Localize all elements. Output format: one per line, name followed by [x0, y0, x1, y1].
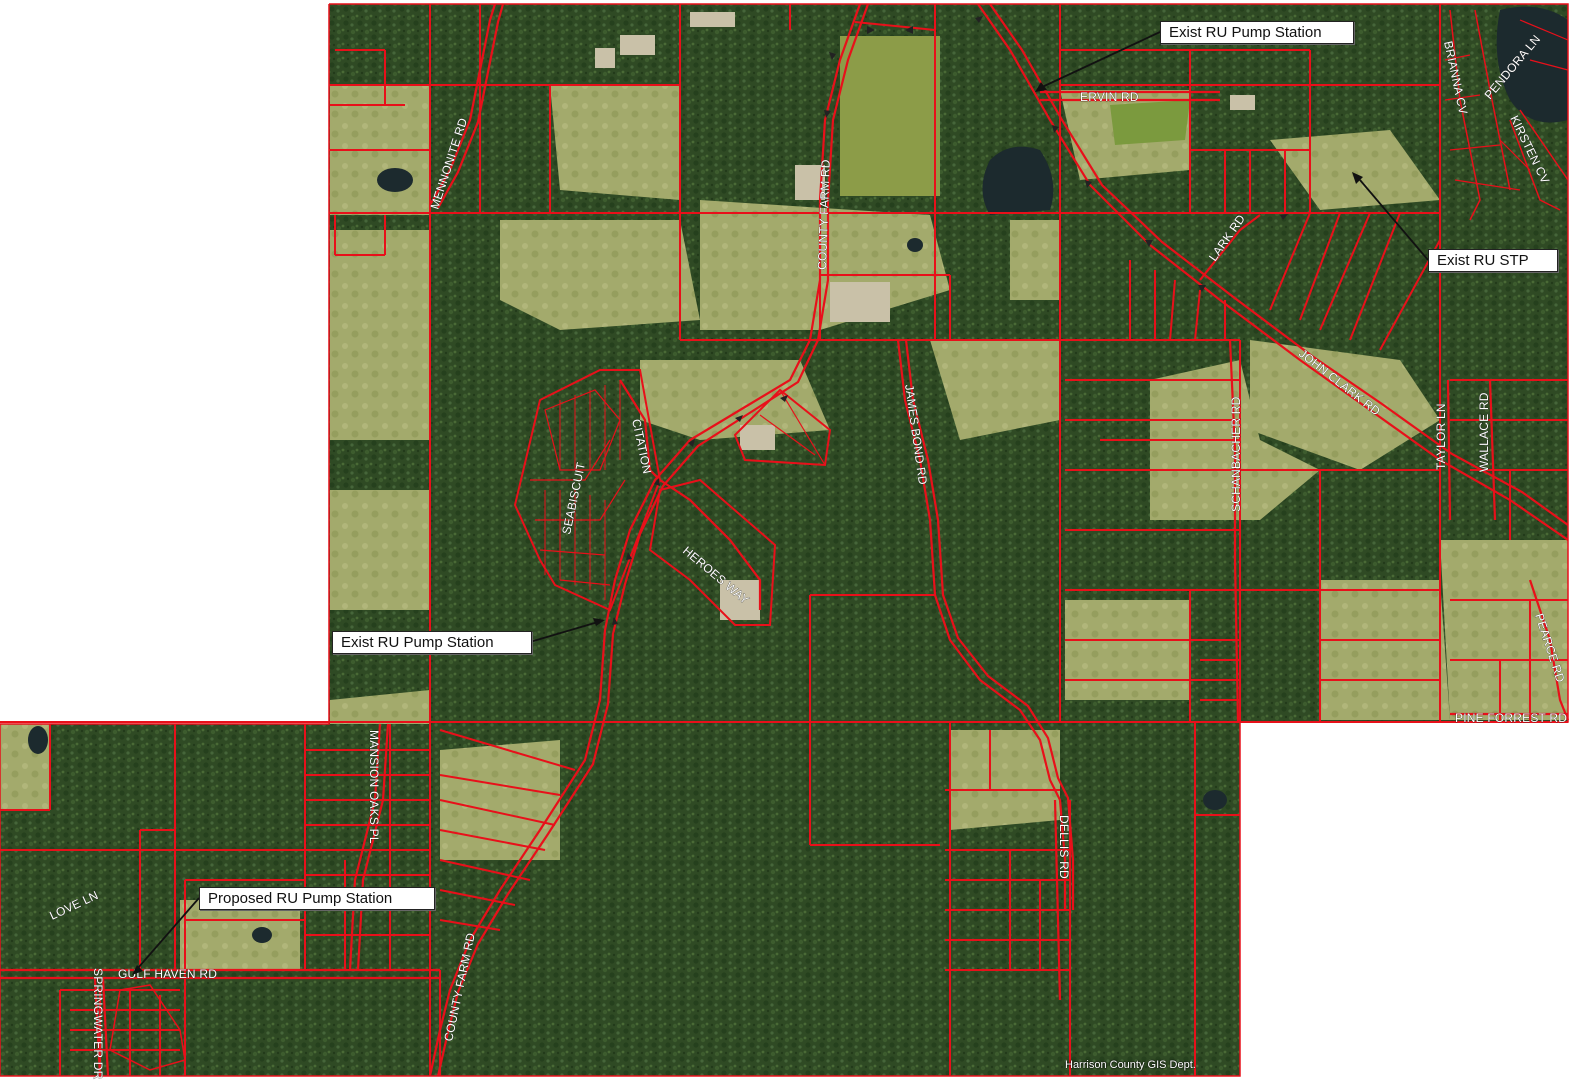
arrow-icon — [824, 110, 831, 118]
flow-arrows — [612, 16, 1288, 625]
arrow-icon — [780, 395, 788, 402]
arrow-icon — [1145, 240, 1153, 247]
map-credit: Harrison County GIS Dept. — [1065, 1059, 1196, 1071]
arrow-icon — [688, 439, 695, 447]
road-label-schanbacher: SCHANBACHER RD — [1229, 396, 1243, 512]
callout-exist-stp: Exist RU STP — [1428, 249, 1558, 272]
road-label-county-farm-north: COUNTY FARM RD — [815, 159, 833, 270]
road-label-springwater: SPRINGWATER DR — [91, 968, 105, 1080]
road-label-taylor: TAYLOR LN — [1434, 403, 1448, 470]
arrow-icon — [975, 16, 983, 23]
road-label-gulf-haven: GULF HAVEN RD — [118, 967, 217, 981]
arrow-icon — [1085, 180, 1092, 188]
arrow-icon — [612, 617, 618, 625]
road-label-pine-forrest: PINE FORREST RD — [1455, 711, 1567, 725]
callout-exist-pump-station-north: Exist RU Pump Station — [1160, 21, 1354, 44]
arrow-icon — [905, 26, 913, 34]
arrow-icon — [1198, 285, 1206, 292]
arrow-icon — [735, 415, 743, 422]
arrow-icon — [1280, 214, 1288, 220]
road-label-mansion-oaks: MANSION OAKS PL — [367, 730, 381, 844]
callout-exist-pump-station-middle: Exist RU Pump Station — [332, 631, 532, 654]
water-bodies — [28, 6, 1568, 943]
arrow-icon — [829, 52, 836, 60]
road-label-ervin: ERVIN RD — [1080, 90, 1139, 104]
leader-lines — [132, 31, 1429, 975]
road-label-dellis: DELLIS RD — [1057, 815, 1071, 879]
road-label-wallace: WALLACE RD — [1477, 392, 1491, 472]
arrow-icon — [867, 26, 875, 34]
bare-ground — [595, 12, 1255, 620]
arrow-icon — [1052, 125, 1059, 133]
arrow-icon — [626, 552, 632, 560]
parcel-lines — [0, 3, 1569, 1077]
callout-proposed-pump-station: Proposed RU Pump Station — [199, 887, 435, 910]
arrow-icon — [654, 478, 660, 486]
roads — [0, 3, 1570, 1077]
